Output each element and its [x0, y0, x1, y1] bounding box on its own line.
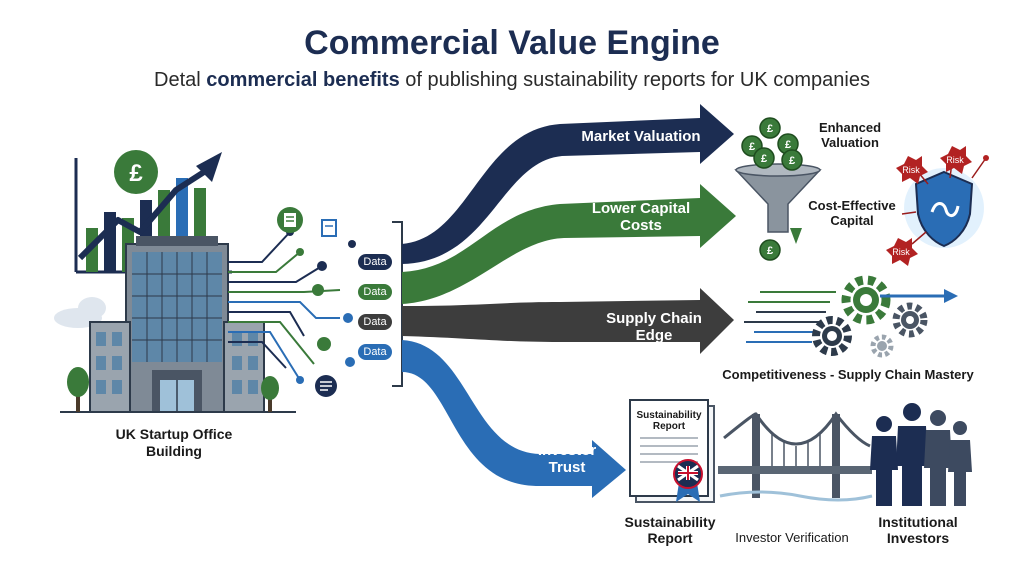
- pound-coin-icon: £: [114, 150, 158, 194]
- risk-shield-icon: [901, 155, 989, 248]
- svg-text:£: £: [767, 245, 773, 257]
- risk-tag-3: Risk: [892, 247, 910, 257]
- stream-arrow-supply-chain: [402, 288, 734, 354]
- label-investor-verification: Investor Verification: [735, 530, 849, 545]
- svg-text:£: £: [767, 123, 773, 135]
- sustainability-report-icon: [629, 399, 715, 503]
- svg-text:£: £: [789, 155, 795, 167]
- coin-funnel-icon: £ £ £ £ £ £: [734, 117, 822, 261]
- stream-arrow-market-valuation: [402, 104, 734, 264]
- svg-text:£: £: [785, 139, 791, 151]
- office-building-icon: [60, 236, 296, 413]
- data-bracket: [392, 221, 403, 387]
- tree-icon: [67, 367, 279, 412]
- gears-icon: [812, 275, 928, 358]
- svg-text:£: £: [749, 141, 755, 153]
- blue-arrow-icon: [880, 289, 958, 303]
- institutional-investors-icon: [870, 403, 972, 506]
- bridge-icon: [718, 411, 873, 502]
- stream-arrow-investor-trust: [402, 340, 626, 498]
- data-pill-4: Data: [358, 344, 392, 360]
- pound-symbol: £: [129, 160, 143, 187]
- stream-label-market-valuation: Market Valuation: [581, 128, 701, 145]
- document-node-icon: [277, 207, 337, 397]
- svg-text:£: £: [761, 153, 767, 165]
- risk-tag-1: Risk: [902, 165, 920, 175]
- page-title: Commercial Value Engine: [304, 24, 720, 62]
- data-pill-1: Data: [358, 254, 392, 270]
- speed-lines: [744, 291, 836, 343]
- risk-tag-icons: Risk Risk Risk: [886, 146, 972, 266]
- label-competitiveness: Competitiveness - Supply Chain Mastery: [722, 367, 974, 382]
- data-pill-3: Data: [358, 314, 392, 330]
- stream-arrow-capital-costs: [402, 184, 736, 304]
- page-subtitle: Detal commercial benefits of publishing …: [154, 69, 870, 91]
- data-circuit-lines: [228, 231, 341, 381]
- data-pill-2: Data: [358, 284, 392, 300]
- risk-tag-2: Risk: [946, 155, 964, 165]
- circuit-node-icons: [286, 228, 356, 384]
